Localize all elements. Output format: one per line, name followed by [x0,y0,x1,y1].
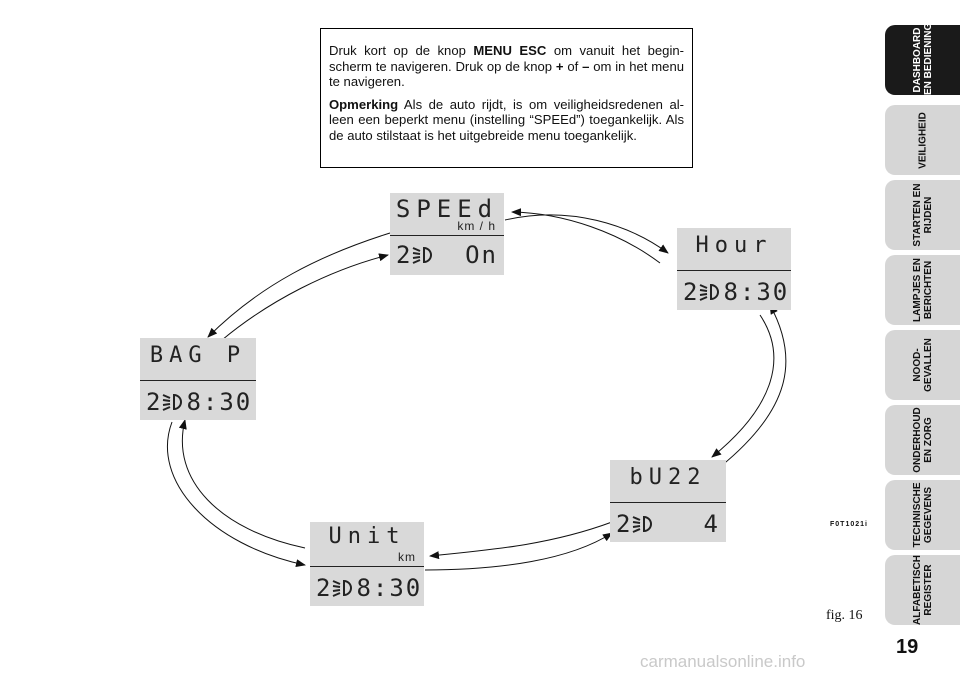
lcd-unit-label: km / h [457,219,496,233]
watermark: carmanualsonline.info [640,652,806,671]
lcd-value: 8:30 [723,278,790,306]
lcd-divider [310,566,424,567]
tab-index[interactable]: ALFABETISCH REGISTER [885,555,960,625]
lcd-gear-number: 2 [683,278,698,306]
tab-label: LAMPJES EN BERICHTEN [911,258,934,322]
arrow-unit-to-bag [178,419,306,549]
lcd-bottom-row: 2 On [396,241,498,269]
tab-label: TECHNISCHE GEGEVENS [911,482,934,548]
arrow-buzz-to-hour [719,304,787,468]
lcd-gear-group: 2 [316,574,356,602]
lcd-unit-display: Unit km 2 8:30 [310,522,424,606]
headlight-icon [633,515,653,533]
headlight-icon [163,393,183,411]
remark-paragraph: Opmerking Als de auto rijdt, is om veili… [329,96,684,143]
lcd-bag-display: BAG P 2 8:30 [140,338,256,420]
tab-label: ONDERHOUD EN ZORG [911,407,934,473]
arrow-hour-to-buzz [711,314,775,458]
lcd-value: 8:30 [186,388,253,416]
arrow-buzz-to-unit [429,521,613,560]
tab-starting-driving[interactable]: STARTEN EN RIJDEN [885,180,960,250]
tab-warning-lights[interactable]: LAMPJES EN BERICHTEN [885,255,960,325]
page-number: 19 [896,636,919,658]
lcd-bottom-row: 2 4 [616,510,720,538]
arrow-bag-to-unit [167,421,306,568]
lcd-top-text: Unit [328,524,406,549]
arrow-hour-to-speed [511,208,661,264]
tab-maintenance[interactable]: ONDERHOUD EN ZORG [885,405,960,475]
instruction-paragraph: Druk kort op de knop MENU ESC om vanuit … [329,43,685,89]
lcd-gear-group: 2 [683,278,723,306]
lcd-top-text: bU22 [629,465,707,490]
lcd-gear-group: 2 [616,510,656,538]
arrow-speed-to-bag [207,232,391,338]
lcd-top-text: Hour [695,233,773,258]
figure-label: fig. 16 [826,608,863,623]
headlight-icon [700,283,720,301]
lcd-gear-number: 2 [146,388,161,416]
tab-label: DASHBOARD EN BEDIENING [911,22,934,95]
arrow-unit-to-buzz [424,532,613,571]
lcd-gear-group: 2 [146,388,186,416]
lcd-value: 4 [703,510,720,538]
lcd-top-text: SPEEd [395,195,499,223]
lcd-gear-number: 2 [316,574,331,602]
tab-dashboard[interactable]: DASHBOARD EN BEDIENING [885,22,960,95]
arrow-speed-to-hour [504,214,669,254]
instruction-box: Druk kort op de knop MENU ESC om vanuit … [320,28,693,168]
headlight-icon [413,246,433,264]
lcd-gear-number: 2 [396,241,411,269]
lcd-bottom-row: 2 8:30 [146,388,250,416]
lcd-hour-display: Hour 2 8:30 [677,228,791,310]
tab-emergencies[interactable]: NOOD- GEVALLEN [885,330,960,400]
arrow-bag-to-speed [221,253,389,341]
lcd-top-text: BAG P [149,343,247,368]
tab-label: ALFABETISCH REGISTER [911,555,934,625]
tab-label: NOOD- GEVALLEN [911,338,934,392]
lcd-value: On [465,241,498,269]
lcd-bottom-row: 2 8:30 [683,278,787,306]
tab-label: STARTEN EN RIJDEN [911,183,934,247]
headlight-icon [333,579,353,597]
lcd-bottom-row: 2 8:30 [316,574,420,602]
tab-safety[interactable]: VEILIGHEID [885,105,960,175]
lcd-divider [140,380,256,381]
lcd-divider [677,270,791,271]
lcd-speed-display: SPEEd km / h 2 On [390,193,504,275]
lcd-buzz-display: bU22 2 4 [610,460,726,542]
lcd-gear-number: 2 [616,510,631,538]
tab-technical-data[interactable]: TECHNISCHE GEGEVENS [885,480,960,550]
lcd-divider [610,502,726,503]
lcd-unit-label: km [398,550,416,564]
tab-label: VEILIGHEID [917,111,928,169]
figure-code: F0T1021i [830,521,868,528]
lcd-gear-group: 2 [396,241,436,269]
lcd-value: 8:30 [356,574,423,602]
lcd-divider [390,235,504,236]
